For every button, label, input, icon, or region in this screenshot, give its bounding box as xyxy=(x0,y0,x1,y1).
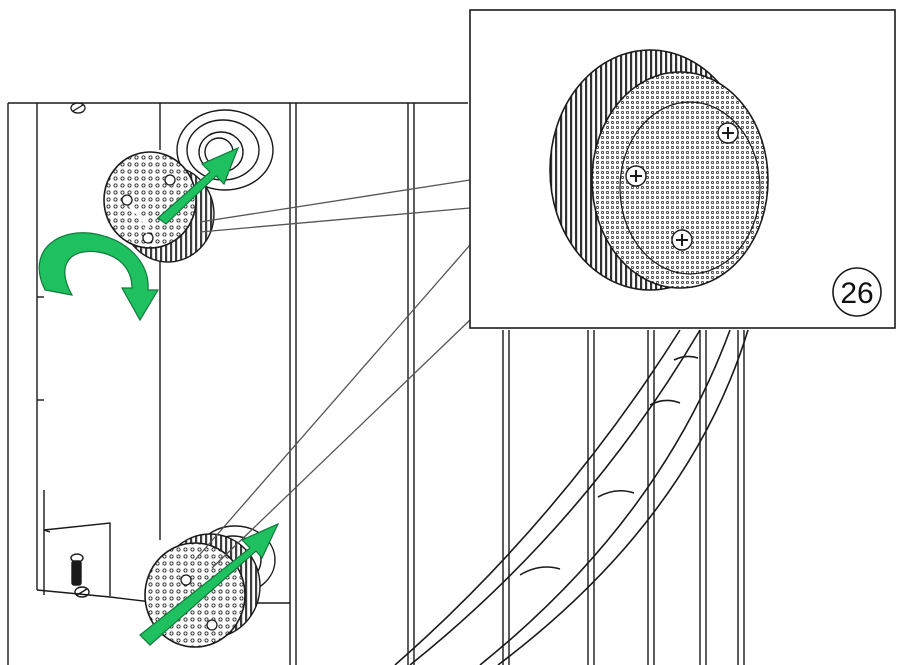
screw-icon xyxy=(717,122,739,144)
screw-icon xyxy=(625,165,647,187)
detail-inset: 26 xyxy=(469,9,896,329)
tub-rim xyxy=(394,329,749,665)
step-number-circle xyxy=(832,267,882,317)
step-number: 26 xyxy=(840,277,873,310)
push-arrow-icon xyxy=(139,522,280,646)
push-arrow-icon xyxy=(157,146,240,225)
wall-panels xyxy=(7,102,745,665)
callout-leader-lines xyxy=(194,179,471,569)
screw-icon xyxy=(671,229,693,251)
wall-screw xyxy=(70,102,86,114)
rotate-arrow-icon xyxy=(38,232,160,322)
